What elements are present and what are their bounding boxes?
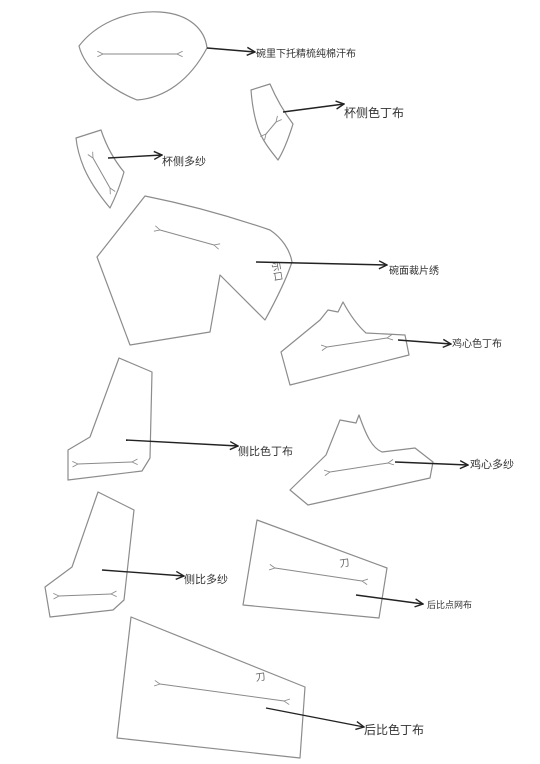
piece-back-panel-colored: 刀 后比色丁布 xyxy=(116,616,424,759)
label-cup-face-embroidery: 碗面裁片绣 xyxy=(389,264,439,277)
piece-side-panel-mesh: 侧比多纱 xyxy=(44,491,228,618)
notch-mark-cup-face: 示口 xyxy=(269,261,283,283)
label-cup-side-mesh: 杯侧多纱 xyxy=(162,154,206,168)
label-back-panel-colored: 后比色丁布 xyxy=(364,723,424,737)
piece-side-panel-colored: 侧比色丁布 xyxy=(67,357,293,481)
label-side-panel-mesh: 侧比多纱 xyxy=(184,572,228,586)
notch-mark-back-mesh: 刀 xyxy=(339,558,350,570)
label-cup-side-colored: 杯侧色丁布 xyxy=(344,106,404,120)
piece-back-panel-mesh: 刀 后比点网布 xyxy=(242,519,472,619)
notch-mark-back-colored: 刀 xyxy=(255,672,266,684)
label-cup-lower-lining: 碗里下托精梳纯棉汗布 xyxy=(256,47,356,60)
piece-center-gore-mesh: 鸡心多纱 xyxy=(289,414,514,506)
piece-cup-face: 示口 碗面裁片绣 xyxy=(96,195,439,346)
label-center-gore-mesh: 鸡心多纱 xyxy=(470,457,514,471)
label-back-panel-mesh: 后比点网布 xyxy=(427,599,472,611)
piece-cup-side-colored: 杯侧色丁布 xyxy=(250,83,404,161)
label-side-panel-colored: 侧比色丁布 xyxy=(238,444,293,458)
label-center-gore-colored: 鸡心色丁布 xyxy=(452,337,502,350)
piece-cup-side-mesh: 杯侧多纱 xyxy=(75,129,206,209)
piece-center-gore-colored: 鸡心色丁布 xyxy=(280,301,502,386)
piece-cup-lower-lining: 碗里下托精梳纯棉汗布 xyxy=(78,11,356,101)
